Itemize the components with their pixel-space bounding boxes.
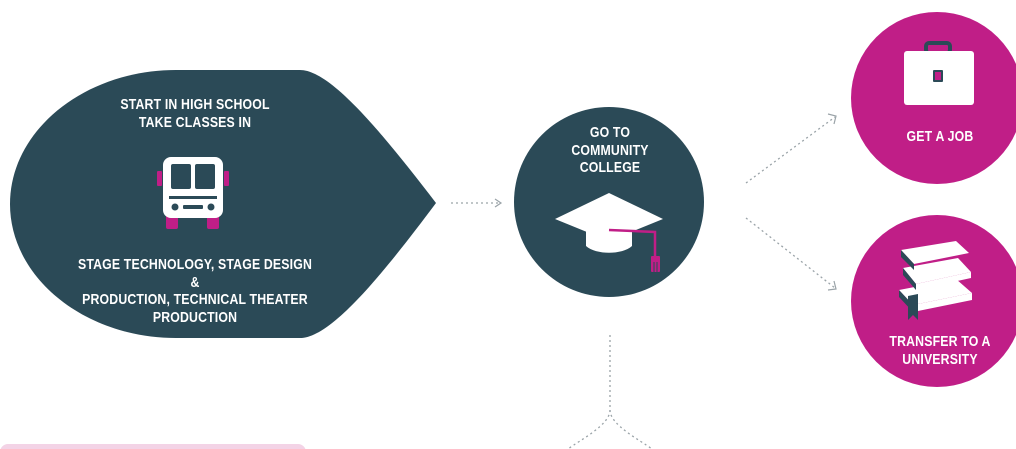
connector-to-job xyxy=(745,113,837,184)
university-line-1: TRANSFER TO A xyxy=(889,333,991,350)
high-school-title: START IN HIGH SCHOOL TAKE CLASSES IN xyxy=(93,96,298,131)
college-line-2: COMMUNITY xyxy=(571,141,649,159)
university-label: TRANSFER TO A UNIVERSITY xyxy=(883,333,998,368)
connector-downward xyxy=(567,335,653,449)
subjects-line-2: PRODUCTION, TECHNICAL THEATER xyxy=(82,291,308,309)
graduation-cap-icon xyxy=(555,193,663,274)
community-college-label: GO TO COMMUNITY COLLEGE xyxy=(565,124,655,177)
high-school-title-line-1: START IN HIGH SCHOOL xyxy=(120,96,270,113)
books-icon xyxy=(899,241,972,320)
college-line-3: COLLEGE xyxy=(579,159,641,177)
job-line-1: GET A JOB xyxy=(906,128,974,145)
college-line-1: GO TO xyxy=(589,124,631,141)
subjects-line-3: PRODUCTION xyxy=(152,309,238,327)
subjects-line-1: STAGE TECHNOLOGY, STAGE DESIGN & xyxy=(77,256,313,291)
university-line-2: UNIVERSITY xyxy=(902,350,978,368)
high-school-title-line-2: TAKE CLASSES IN xyxy=(138,113,252,131)
connector-to-college xyxy=(451,198,503,208)
connector-to-university xyxy=(745,217,837,291)
school-bus-icon xyxy=(157,157,229,229)
briefcase-icon xyxy=(904,41,974,105)
high-school-subjects: STAGE TECHNOLOGY, STAGE DESIGN & PRODUCT… xyxy=(76,256,314,327)
get-a-job-label: GET A JOB xyxy=(891,128,989,146)
bottom-info-panel xyxy=(0,444,306,449)
